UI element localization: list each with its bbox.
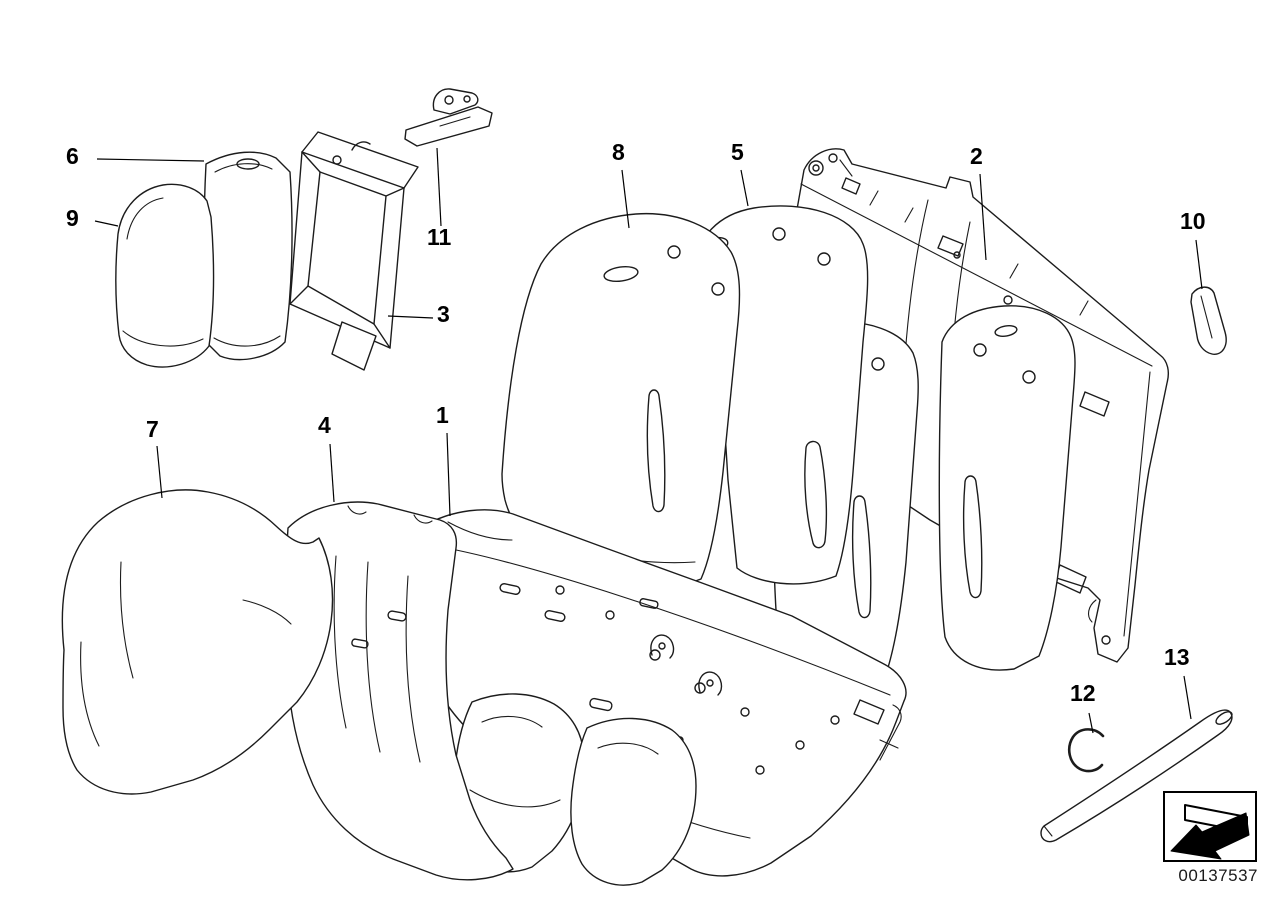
part-12-clip <box>1069 729 1103 771</box>
callout-10[interactable]: 10 <box>1180 208 1206 234</box>
doc-number: 00137537 <box>1178 866 1258 885</box>
callout-5[interactable]: 5 <box>731 139 744 165</box>
callout-8[interactable]: 8 <box>612 139 625 165</box>
callout-1[interactable]: 1 <box>436 402 449 428</box>
part-9-headrest-cover <box>116 184 214 367</box>
part-13-rod <box>1041 709 1234 841</box>
callout-12[interactable]: 12 <box>1070 680 1096 706</box>
part-1-seat-pan <box>421 510 906 885</box>
callout-7[interactable]: 7 <box>146 416 159 442</box>
callout-4[interactable]: 4 <box>318 412 331 438</box>
part-3-frame <box>290 132 418 370</box>
callout-2[interactable]: 2 <box>970 143 983 169</box>
leader-lines <box>95 148 1202 733</box>
direction-arrow-icon <box>1163 791 1257 862</box>
callout-3[interactable]: 3 <box>437 301 450 327</box>
part-4-seat-pad <box>286 502 513 880</box>
part-11-bracket <box>405 89 492 146</box>
callout-6[interactable]: 6 <box>66 143 79 169</box>
callout-11[interactable]: 11 <box>427 224 452 250</box>
callout-9[interactable]: 9 <box>66 205 79 231</box>
callout-13[interactable]: 13 <box>1164 644 1190 670</box>
part-6-headrest-cover <box>204 152 292 359</box>
part-10-trim <box>1191 287 1226 354</box>
part-7-seat-cushion <box>62 490 332 794</box>
